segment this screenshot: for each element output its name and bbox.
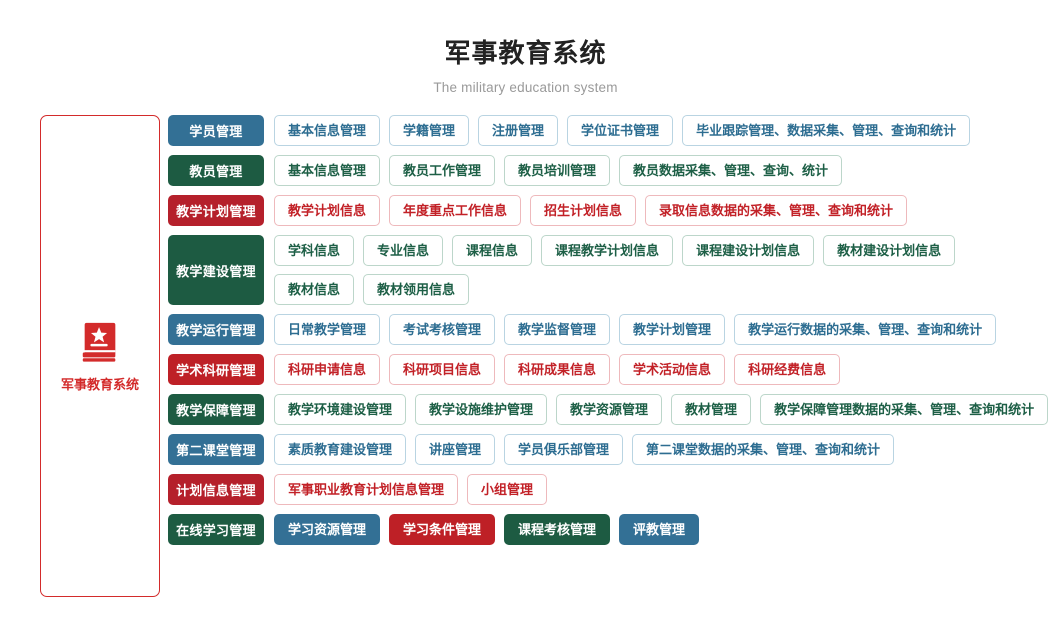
category-chip[interactable]: 在线学习管理 <box>168 514 264 546</box>
module-button[interactable]: 课程教学计划信息 <box>541 235 674 267</box>
module-button[interactable]: 教材信息 <box>274 274 355 306</box>
category-chip[interactable]: 教学运行管理 <box>168 314 264 346</box>
module-item-group: 科研申请信息科研项目信息科研成果信息学术活动信息科研经费信息 <box>274 354 1051 386</box>
module-item-group: 日常教学管理考试考核管理教学监督管理教学计划管理教学运行数据的采集、管理、查询和… <box>274 314 1051 346</box>
module-item-group: 基本信息管理学籍管理注册管理学位证书管理毕业跟踪管理、数据采集、管理、查询和统计 <box>274 115 1051 147</box>
module-item-group: 教学环境建设管理教学设施维护管理教学资源管理教材管理教学保障管理数据的采集、管理… <box>274 394 1051 426</box>
module-row: 教学运行管理日常教学管理考试考核管理教学监督管理教学计划管理教学运行数据的采集、… <box>168 314 1051 346</box>
module-item-group: 学科信息专业信息课程信息课程教学计划信息课程建设计划信息教材建设计划信息教材信息… <box>274 235 1051 306</box>
module-row: 教员管理基本信息管理教员工作管理教员培训管理教员数据采集、管理、查询、统计 <box>168 155 1051 187</box>
module-item-group: 教学计划信息年度重点工作信息招生计划信息录取信息数据的采集、管理、查询和统计 <box>274 195 1051 227</box>
page-header: 军事教育系统 The military education system <box>0 0 1051 95</box>
category-chip[interactable]: 学术科研管理 <box>168 354 264 386</box>
module-button[interactable]: 考试考核管理 <box>389 314 496 346</box>
module-item-group: 军事职业教育计划信息管理小组管理 <box>274 474 1051 506</box>
module-button[interactable]: 科研申请信息 <box>274 354 381 386</box>
module-button[interactable]: 第二课堂数据的采集、管理、查询和统计 <box>632 434 895 466</box>
module-button[interactable]: 课程建设计划信息 <box>682 235 815 267</box>
module-row: 在线学习管理学习资源管理学习条件管理课程考核管理评教管理 <box>168 514 1051 546</box>
module-button[interactable]: 学习条件管理 <box>389 514 496 546</box>
module-button[interactable]: 科研成果信息 <box>504 354 611 386</box>
module-button[interactable]: 教材领用信息 <box>363 274 470 306</box>
category-chip[interactable]: 教学计划管理 <box>168 195 264 227</box>
sidebar-brand-label: 军事教育系统 <box>60 377 139 393</box>
module-button[interactable]: 教学保障管理数据的采集、管理、查询和统计 <box>760 394 1049 426</box>
module-item-line: 科研申请信息科研项目信息科研成果信息学术活动信息科研经费信息 <box>274 354 1051 386</box>
module-button[interactable]: 教员数据采集、管理、查询、统计 <box>619 155 843 187</box>
module-button[interactable]: 教员工作管理 <box>389 155 496 187</box>
category-chip[interactable]: 教学建设管理 <box>168 235 264 306</box>
module-button[interactable]: 教学计划信息 <box>274 195 381 227</box>
module-button[interactable]: 科研经费信息 <box>734 354 841 386</box>
module-button[interactable]: 注册管理 <box>478 115 559 147</box>
module-item-line: 素质教育建设管理讲座管理学员俱乐部管理第二课堂数据的采集、管理、查询和统计 <box>274 434 1051 466</box>
module-item-line: 基本信息管理教员工作管理教员培训管理教员数据采集、管理、查询、统计 <box>274 155 1051 187</box>
module-button[interactable]: 军事职业教育计划信息管理 <box>274 474 459 506</box>
module-button[interactable]: 课程信息 <box>452 235 533 267</box>
module-button[interactable]: 教学运行数据的采集、管理、查询和统计 <box>734 314 997 346</box>
module-button[interactable]: 教学计划管理 <box>619 314 726 346</box>
module-row: 教学保障管理教学环境建设管理教学设施维护管理教学资源管理教材管理教学保障管理数据… <box>168 394 1051 426</box>
module-button[interactable]: 讲座管理 <box>415 434 496 466</box>
module-row: 计划信息管理军事职业教育计划信息管理小组管理 <box>168 474 1051 506</box>
module-button[interactable]: 录取信息数据的采集、管理、查询和统计 <box>645 195 908 227</box>
module-button[interactable]: 学位证书管理 <box>567 115 674 147</box>
module-item-line: 军事职业教育计划信息管理小组管理 <box>274 474 1051 506</box>
module-row: 学员管理基本信息管理学籍管理注册管理学位证书管理毕业跟踪管理、数据采集、管理、查… <box>168 115 1051 147</box>
module-item-group: 基本信息管理教员工作管理教员培训管理教员数据采集、管理、查询、统计 <box>274 155 1051 187</box>
category-chip[interactable]: 教员管理 <box>168 155 264 187</box>
module-button[interactable]: 教材管理 <box>671 394 752 426</box>
module-button[interactable]: 教学监督管理 <box>504 314 611 346</box>
module-button[interactable]: 教学设施维护管理 <box>415 394 548 426</box>
category-chip[interactable]: 第二课堂管理 <box>168 434 264 466</box>
module-button[interactable]: 教员培训管理 <box>504 155 611 187</box>
module-button[interactable]: 年度重点工作信息 <box>389 195 522 227</box>
module-button[interactable]: 教材建设计划信息 <box>823 235 956 267</box>
module-button[interactable]: 科研项目信息 <box>389 354 496 386</box>
page-subtitle: The military education system <box>433 80 618 96</box>
category-chip[interactable]: 计划信息管理 <box>168 474 264 506</box>
module-item-line: 基本信息管理学籍管理注册管理学位证书管理毕业跟踪管理、数据采集、管理、查询和统计 <box>274 115 1051 147</box>
module-item-group: 素质教育建设管理讲座管理学员俱乐部管理第二课堂数据的采集、管理、查询和统计 <box>274 434 1051 466</box>
content-area: 军事教育系统 学员管理基本信息管理学籍管理注册管理学位证书管理毕业跟踪管理、数据… <box>0 95 1051 598</box>
module-item-line: 教材信息教材领用信息 <box>274 274 1051 306</box>
module-button[interactable]: 招生计划信息 <box>530 195 637 227</box>
module-matrix: 学员管理基本信息管理学籍管理注册管理学位证书管理毕业跟踪管理、数据采集、管理、查… <box>168 115 1051 546</box>
page-title: 军事教育系统 <box>444 38 607 68</box>
module-item-line: 教学环境建设管理教学设施维护管理教学资源管理教材管理教学保障管理数据的采集、管理… <box>274 394 1051 426</box>
module-item-line: 学科信息专业信息课程信息课程教学计划信息课程建设计划信息教材建设计划信息 <box>274 235 1051 267</box>
module-button[interactable]: 毕业跟踪管理、数据采集、管理、查询和统计 <box>682 115 971 147</box>
module-row: 教学计划管理教学计划信息年度重点工作信息招生计划信息录取信息数据的采集、管理、查… <box>168 195 1051 227</box>
module-button[interactable]: 素质教育建设管理 <box>274 434 407 466</box>
module-item-line: 教学计划信息年度重点工作信息招生计划信息录取信息数据的采集、管理、查询和统计 <box>274 195 1051 227</box>
module-button[interactable]: 日常教学管理 <box>274 314 381 346</box>
category-chip[interactable]: 教学保障管理 <box>168 394 264 426</box>
module-button[interactable]: 学籍管理 <box>389 115 470 147</box>
module-button[interactable]: 专业信息 <box>363 235 444 267</box>
module-button[interactable]: 学术活动信息 <box>619 354 726 386</box>
module-button[interactable]: 教学资源管理 <box>556 394 663 426</box>
module-button[interactable]: 小组管理 <box>467 474 548 506</box>
module-button[interactable]: 学习资源管理 <box>274 514 381 546</box>
category-chip[interactable]: 学员管理 <box>168 115 264 147</box>
module-item-line: 日常教学管理考试考核管理教学监督管理教学计划管理教学运行数据的采集、管理、查询和… <box>274 314 1051 346</box>
module-button[interactable]: 基本信息管理 <box>274 155 381 187</box>
module-button[interactable]: 评教管理 <box>619 514 700 546</box>
module-button[interactable]: 学员俱乐部管理 <box>504 434 624 466</box>
sidebar-brand-card[interactable]: 军事教育系统 <box>40 115 160 598</box>
module-button[interactable]: 学科信息 <box>274 235 355 267</box>
module-button[interactable]: 课程考核管理 <box>504 514 611 546</box>
module-item-line: 学习资源管理学习条件管理课程考核管理评教管理 <box>274 514 1051 546</box>
module-row: 教学建设管理学科信息专业信息课程信息课程教学计划信息课程建设计划信息教材建设计划… <box>168 235 1051 306</box>
module-row: 第二课堂管理素质教育建设管理讲座管理学员俱乐部管理第二课堂数据的采集、管理、查询… <box>168 434 1051 466</box>
module-button[interactable]: 教学环境建设管理 <box>274 394 407 426</box>
module-item-group: 学习资源管理学习条件管理课程考核管理评教管理 <box>274 514 1051 546</box>
module-button[interactable]: 基本信息管理 <box>274 115 381 147</box>
book-star-icon <box>77 319 123 365</box>
module-row: 学术科研管理科研申请信息科研项目信息科研成果信息学术活动信息科研经费信息 <box>168 354 1051 386</box>
